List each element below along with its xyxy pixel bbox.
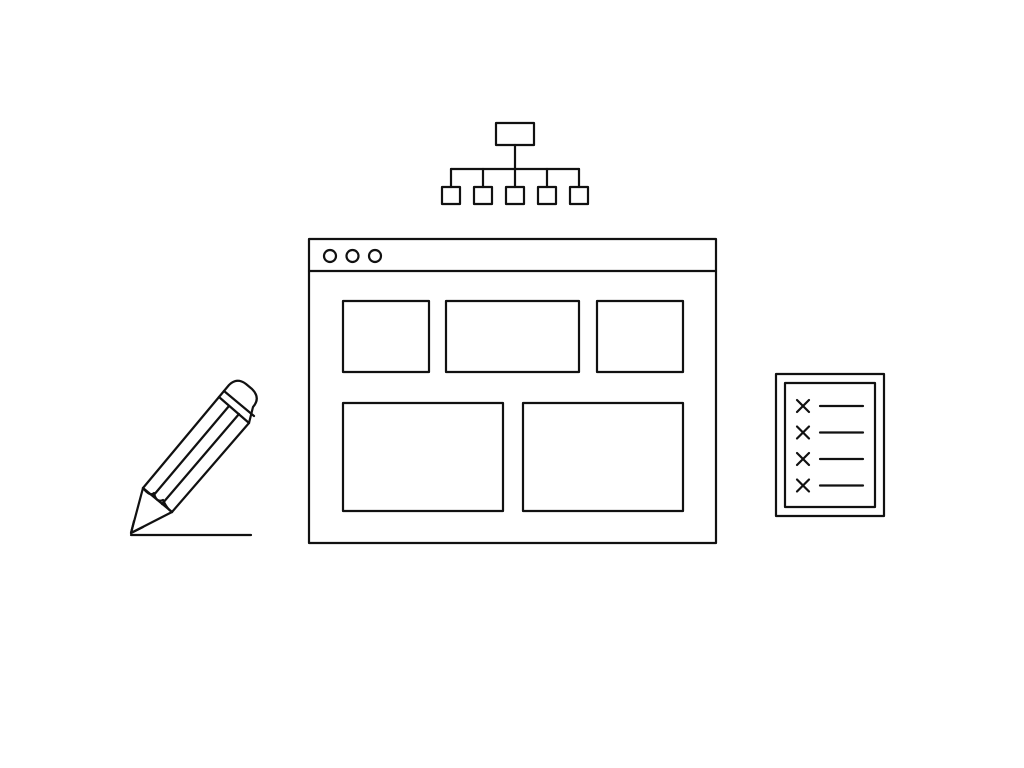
x-mark-stroke	[795, 398, 811, 414]
x-mark-icon	[795, 425, 811, 440]
checklist-icon	[774, 372, 886, 518]
content-block-bottom-left	[341, 401, 505, 513]
window-control-dot	[345, 248, 360, 264]
window-controls	[322, 248, 383, 264]
pencil-ferrule-band	[222, 389, 256, 418]
sitemap-child-node	[568, 185, 590, 206]
window-control-dot	[367, 248, 383, 264]
x-mark-stroke	[795, 425, 811, 440]
pencil-body-stripe-1	[151, 404, 231, 498]
content-block-bottom-right	[521, 401, 685, 513]
browser-window-icon	[307, 237, 718, 545]
pencil-lead	[129, 519, 145, 535]
pencil-icon	[129, 379, 258, 537]
x-mark-stroke	[795, 451, 811, 467]
sitemap-child-node	[504, 185, 526, 206]
sitemap-child-node	[536, 185, 558, 206]
x-mark-icon	[795, 398, 811, 414]
sitemap-icon	[440, 121, 590, 206]
x-mark-icon	[795, 451, 811, 467]
pencil-wood-edge	[141, 486, 174, 514]
checklist-item	[795, 478, 865, 493]
checklist-item	[795, 425, 865, 440]
content-block-top-left	[341, 299, 431, 374]
x-mark-stroke	[795, 478, 811, 493]
pencil-body-stripe-2	[160, 412, 241, 506]
sitemap-root-node	[494, 121, 536, 147]
pencil-body	[141, 395, 251, 514]
checklist-outer-frame	[774, 372, 886, 518]
checklist-item	[795, 451, 865, 467]
pencil-eraser	[217, 379, 258, 425]
checklist-inner-frame	[783, 381, 877, 509]
checklist-item	[795, 398, 865, 414]
browser-frame	[307, 237, 718, 545]
sitemap-child-node	[440, 185, 462, 206]
content-block-top-right	[595, 299, 685, 374]
checklist-items	[795, 398, 865, 493]
window-control-dot	[322, 248, 338, 264]
sitemap-child-node	[472, 185, 494, 206]
x-mark-icon	[795, 478, 811, 493]
sitemap-child-nodes	[440, 167, 590, 206]
browser-content-blocks	[341, 299, 685, 513]
content-block-top-center	[444, 299, 581, 374]
